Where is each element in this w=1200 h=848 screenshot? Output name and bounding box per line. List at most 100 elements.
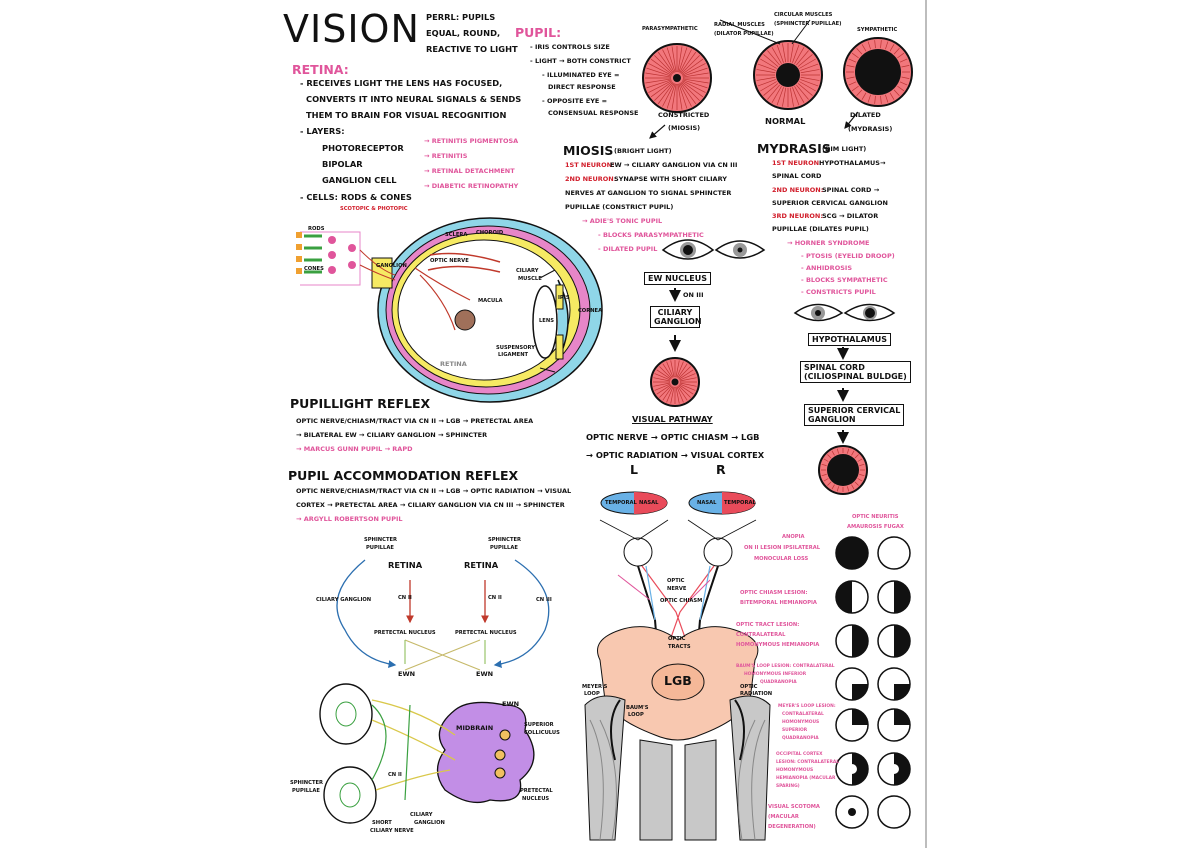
- lesion-text: MEYER'S LOOP LESION:: [778, 704, 836, 709]
- miosis-n2-text: NERVES AT GANGLION TO SIGNAL SPHINCTER: [565, 189, 732, 197]
- left-eye-label: L: [630, 462, 638, 477]
- superior-colliculus-label: COLLICULUS: [524, 730, 560, 736]
- pupil-line: - LIGHT → BOTH CONSTRICT: [530, 57, 631, 65]
- lesion-text: HOMONYMOUS HEMIANOPIA: [736, 642, 820, 648]
- retina-condition: → RETINITIS PIGMENTOSA: [424, 137, 519, 145]
- visual-field: [835, 580, 869, 614]
- lesion-text: MONOCULAR LOSS: [754, 556, 809, 562]
- page-edge: [925, 0, 927, 848]
- lesion-text: CONTRALATERAL: [736, 632, 786, 638]
- optic-radiation-vp: RADIATION: [740, 691, 773, 697]
- retina-condition: → RETINAL DETACHMENT: [424, 167, 515, 175]
- ganglion-label: GANGLION: [376, 263, 407, 269]
- mydrasis-sub: (DIM LIGHT): [822, 145, 867, 153]
- lesion-text: HOMONYMOUS: [782, 720, 820, 725]
- visual-pathway-line1: OPTIC NERVE → OPTIC CHIASM → LGB: [586, 432, 760, 442]
- reflex-diagram: [336, 559, 550, 671]
- retina-cells-note: SCOTOPIC & PHOTOPIC: [340, 206, 408, 212]
- pupil-line: - OPPOSITE EYE =: [542, 97, 608, 105]
- ciliary-brain-label: GANGLION: [414, 820, 445, 826]
- miosis-n2-label: 2ND NEURON:: [565, 175, 617, 183]
- mydrasis-pink: - ANHIDROSIS: [801, 264, 852, 272]
- lgb-label: LGB: [664, 673, 692, 688]
- baums-loop-vp: LOOP: [628, 712, 644, 718]
- visual-field: [835, 752, 869, 786]
- perrl-line-1: PERRL: PUPILS: [426, 12, 496, 22]
- optic-nerve-label: OPTIC NERVE: [430, 258, 469, 264]
- retina-line: THEM TO BRAIN FOR VISUAL RECOGNITION: [306, 110, 507, 120]
- lesion-text: LESION: CONTRALATERAL: [776, 760, 840, 765]
- lesion-text: SUPERIOR: [782, 728, 808, 733]
- mydrasis-n1-label: 1ST NEURON:: [772, 159, 822, 167]
- mydrasis-n3-text: PUPILLAE (DILATES PUPIL): [772, 225, 869, 233]
- lesion-text: AMAUROSIS FUGAX: [847, 524, 904, 530]
- lesion-text: HOMONYMOUS INFERIOR: [744, 672, 807, 677]
- ew-nucleus-box: EW NUCLEUS: [644, 272, 711, 285]
- optic-tracts-vp: OPTIC: [668, 636, 686, 642]
- optic-radiation-vp: OPTIC: [740, 684, 758, 690]
- sphincter-label-left: PUPILLAE: [366, 545, 394, 551]
- visual-field: [835, 795, 869, 829]
- cornea-label: CORNEA: [578, 308, 603, 314]
- sphincter-label-right: SPHINCTER: [488, 537, 522, 543]
- visual-field: [877, 752, 911, 786]
- cn2-left: CN II: [398, 595, 412, 601]
- accommodation-line: OPTIC NERVE/CHIASM/TRACT VIA CN II → LGB…: [296, 487, 572, 495]
- pupil-line: CONSENSUAL RESPONSE: [548, 109, 639, 117]
- ciliary-text: CILIARY: [657, 308, 693, 317]
- brainstem-diagram: [319, 683, 535, 824]
- ciliary-ganglion-label: CILIARY GANGLION: [316, 597, 372, 603]
- hypothalamus-box: HYPOTHALAMUS: [808, 333, 892, 346]
- miosis-heading: MIOSIS: [563, 143, 614, 158]
- lesion-text: OPTIC NEURITIS: [852, 514, 899, 520]
- retina-cells: - CELLS: RODS & CONES: [300, 192, 412, 202]
- pupil-line: - ILLUMINATED EYE =: [542, 71, 620, 79]
- iris-normal: [753, 40, 823, 110]
- baums-loop-vp: BAUM'S: [626, 705, 649, 711]
- visual-field: [877, 624, 911, 658]
- eye-icons-mydrasis: [793, 303, 896, 322]
- brain-ewn: EWN: [502, 700, 520, 708]
- plr-line: OPTIC NERVE/CHIASM/TRACT VIA CN II → LGB…: [296, 417, 534, 425]
- brain-cn2: CN II: [388, 772, 402, 778]
- pretectal-right: PRETECTAL NUCLEUS: [455, 630, 517, 636]
- mydrasis-n3-text: SCG → DILATOR: [822, 212, 879, 220]
- ciliary-brain-label: CILIARY: [410, 812, 433, 818]
- choroid-label: CHOROID: [476, 230, 504, 236]
- mydrasis-n2-text: SUPERIOR CERVICAL GANGLION: [772, 199, 888, 207]
- mydrasis-n2-label: 2ND NEURON:: [772, 186, 824, 194]
- miosis-pink: - DILATED PUPIL: [598, 245, 658, 253]
- lesion-text: HOMONYMOUS: [776, 768, 814, 773]
- lesion-text: ANOPIA: [782, 534, 805, 540]
- sphincter-brain-label: SPHINCTER: [290, 780, 324, 786]
- spinal-cord-box: SPINAL CORD(CILIOSPINAL BULDGE): [800, 361, 911, 383]
- eye-icons-miosis: [661, 239, 766, 260]
- short-ciliary-label: SHORT: [372, 820, 392, 826]
- midbrain-label: MIDBRAIN: [456, 724, 494, 732]
- pretectal-brain-label: NUCLEUS: [522, 796, 550, 802]
- retina-layer: BIPOLAR: [322, 159, 363, 169]
- optic-tracts-vp: TRACTS: [668, 644, 691, 650]
- retina-right: RETINA: [464, 560, 499, 570]
- miosis-n1-label: 1ST NEURON:: [565, 161, 615, 169]
- scg-ganglion-text: GANGLION: [808, 415, 856, 424]
- on-iii-label: ON III: [683, 291, 704, 299]
- retina-layer: PHOTORECEPTOR: [322, 143, 404, 153]
- retina-left: RETINA: [388, 560, 423, 570]
- lesion-text: DEGENERATION): [768, 824, 816, 830]
- miosis-sub: (BRIGHT LIGHT): [614, 147, 672, 155]
- mydrasis-n1-text: SPINAL CORD: [772, 172, 822, 180]
- optic-nerve-vp: NERVE: [667, 586, 687, 592]
- lesion-text: OPTIC TRACT LESION:: [736, 622, 800, 628]
- ciliary-muscle-label: MUSCLE: [518, 276, 542, 282]
- visual-field: [877, 536, 911, 570]
- mydrasis-pink: - BLOCKS SYMPATHETIC: [801, 276, 888, 284]
- pupil-line: - IRIS CONTROLS SIZE: [530, 43, 610, 51]
- pretectal-left: PRETECTAL NUCLEUS: [374, 630, 436, 636]
- retina-condition: → DIABETIC RETINOPATHY: [424, 182, 519, 190]
- circular-muscle-label: CIRCULAR MUSCLES: [774, 12, 833, 18]
- visual-field: [835, 667, 869, 701]
- dilated-label: (MYDRASIS): [848, 125, 893, 133]
